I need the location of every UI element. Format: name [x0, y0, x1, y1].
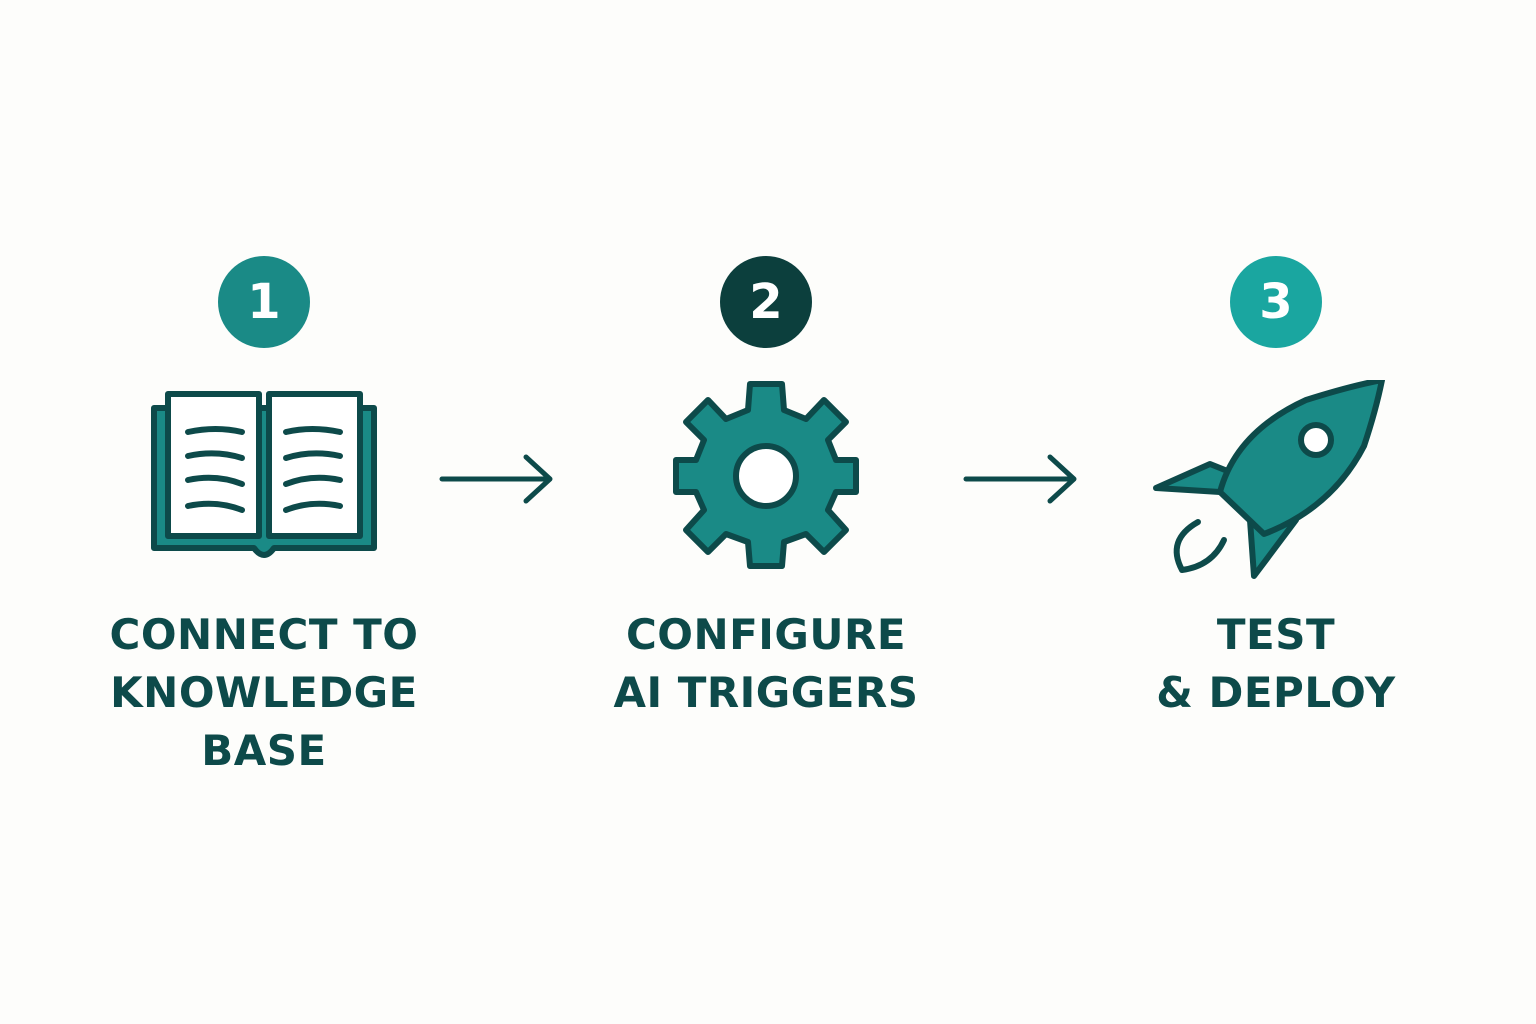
step-label-line: BASE: [201, 726, 327, 775]
step-label-line: CONNECT TO: [109, 610, 419, 659]
step-1: 1 CONNECT TO KNOWLEDGE BASE: [54, 256, 474, 796]
step-label-line: AI TRIGGERS: [613, 668, 919, 717]
step-2: 2 CONFIGURE AI TRIGGERS: [556, 256, 976, 796]
step-label: TEST & DEPLOY: [1066, 606, 1486, 722]
step-label-line: TEST: [1216, 610, 1336, 659]
open-book-icon: [124, 380, 404, 580]
gear-icon: [626, 380, 906, 580]
step-3: 3 TEST & DEPLOY: [1066, 256, 1486, 796]
rocket-icon: [1136, 380, 1416, 580]
arrow-right-icon: [438, 451, 558, 507]
step-label-line: & DEPLOY: [1156, 668, 1396, 717]
step-label: CONNECT TO KNOWLEDGE BASE: [54, 606, 474, 780]
step-label-line: CONFIGURE: [625, 610, 907, 659]
step-label: CONFIGURE AI TRIGGERS: [556, 606, 976, 722]
arrow-right-icon: [962, 451, 1082, 507]
step-label-line: KNOWLEDGE: [110, 668, 418, 717]
step-number-badge: 3: [1230, 256, 1322, 348]
step-number-badge: 2: [720, 256, 812, 348]
step-number-badge: 1: [218, 256, 310, 348]
